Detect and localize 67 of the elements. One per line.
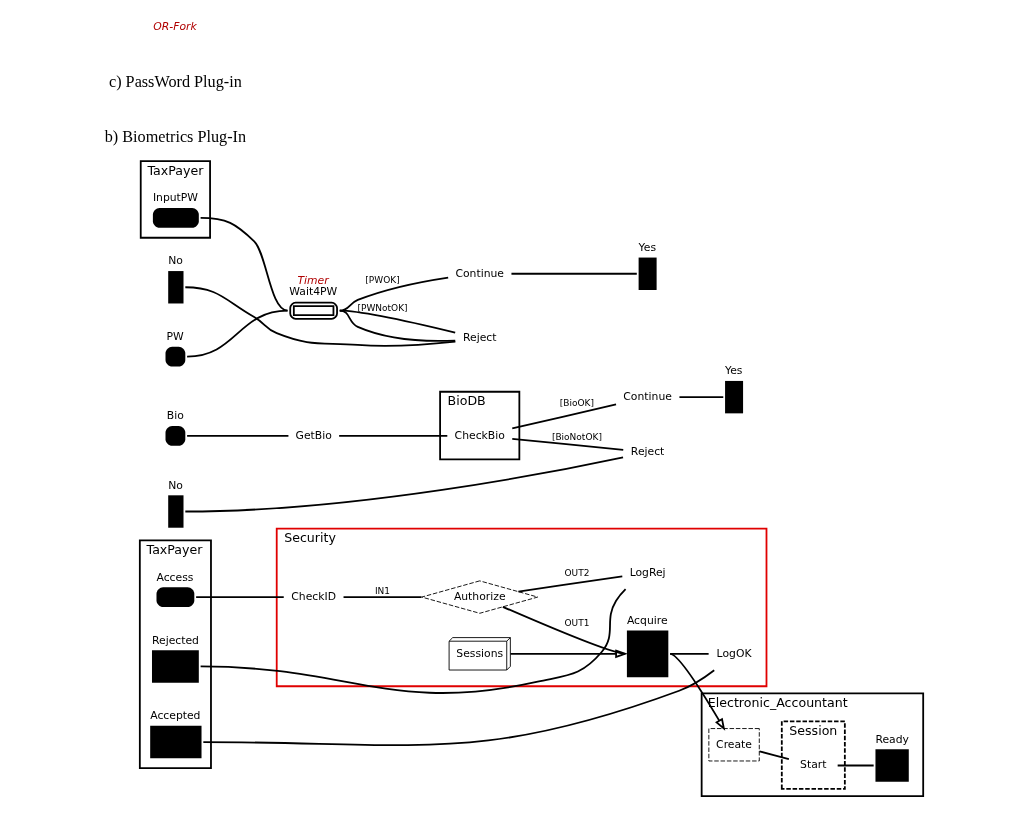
node-text: CheckBio bbox=[454, 428, 505, 442]
connector bbox=[184, 456, 624, 513]
connector bbox=[199, 217, 289, 312]
edge-label: IN1 bbox=[374, 586, 391, 597]
connector bbox=[199, 588, 627, 694]
connector bbox=[511, 438, 625, 451]
node-label: No bbox=[168, 478, 183, 492]
node-label: Wait4PW bbox=[289, 285, 338, 299]
node-label: Rejected bbox=[151, 633, 199, 647]
connector bbox=[758, 750, 790, 761]
node-label: Acquire bbox=[626, 613, 668, 627]
connector bbox=[510, 272, 638, 275]
edge-label: [BioOK] bbox=[559, 398, 595, 409]
node-text: Start bbox=[800, 758, 827, 772]
edge-label: OUT2 bbox=[564, 568, 590, 579]
node-box bbox=[168, 271, 184, 304]
edge-label: OUT1 bbox=[564, 617, 590, 628]
connector bbox=[836, 764, 875, 767]
node-box bbox=[152, 650, 199, 683]
node-text: Reject bbox=[630, 444, 665, 458]
connector bbox=[511, 403, 617, 430]
node-box: Create bbox=[708, 728, 760, 762]
node-label: Timer bbox=[297, 274, 329, 288]
edge-label: [BioNotOK] bbox=[551, 432, 602, 443]
node-box bbox=[152, 208, 199, 228]
node-label: Yes bbox=[638, 240, 657, 254]
connector bbox=[342, 596, 423, 598]
node-label: InputPW bbox=[152, 191, 199, 205]
node-text: CheckID bbox=[291, 589, 336, 603]
node-label: Yes bbox=[725, 364, 743, 378]
node-text: LogRej bbox=[629, 565, 666, 579]
node-box bbox=[626, 630, 669, 678]
connector bbox=[678, 396, 725, 399]
node-box bbox=[875, 749, 909, 782]
node-box bbox=[150, 725, 202, 759]
node-label: Bio bbox=[166, 409, 184, 423]
node-box bbox=[638, 257, 657, 290]
node-text: Reject bbox=[462, 331, 497, 345]
node-label: Access bbox=[156, 570, 194, 584]
node-label: PW bbox=[166, 330, 184, 344]
node-text: Continue bbox=[455, 266, 505, 280]
node-diamond: Authorize bbox=[421, 580, 539, 614]
connector bbox=[338, 434, 449, 437]
connector bbox=[186, 434, 290, 437]
node-box bbox=[156, 587, 195, 607]
edge-label: [PWOK] bbox=[365, 274, 400, 285]
edge-label: [PWNotOK] bbox=[357, 302, 408, 313]
node-label: No bbox=[168, 254, 183, 268]
node-box bbox=[725, 380, 744, 414]
node-label: Accepted bbox=[150, 709, 201, 723]
connector bbox=[195, 596, 285, 598]
label: c) PassWord Plug-in bbox=[108, 72, 242, 91]
label: OR-Fork bbox=[153, 19, 197, 33]
arrow bbox=[509, 649, 628, 659]
node-text: GetBio bbox=[295, 428, 332, 442]
connector bbox=[517, 575, 624, 593]
arrow bbox=[669, 652, 726, 731]
node-text: Continue bbox=[623, 389, 672, 403]
connector bbox=[338, 309, 457, 342]
label: b) Biometrics Plug-In bbox=[104, 127, 247, 146]
node-text: LogOK bbox=[716, 646, 752, 660]
connector bbox=[186, 309, 289, 358]
connector bbox=[669, 652, 710, 655]
node-box bbox=[168, 495, 184, 528]
connector bbox=[202, 669, 716, 747]
connector bbox=[184, 286, 457, 347]
node-label: Ready bbox=[875, 732, 909, 746]
